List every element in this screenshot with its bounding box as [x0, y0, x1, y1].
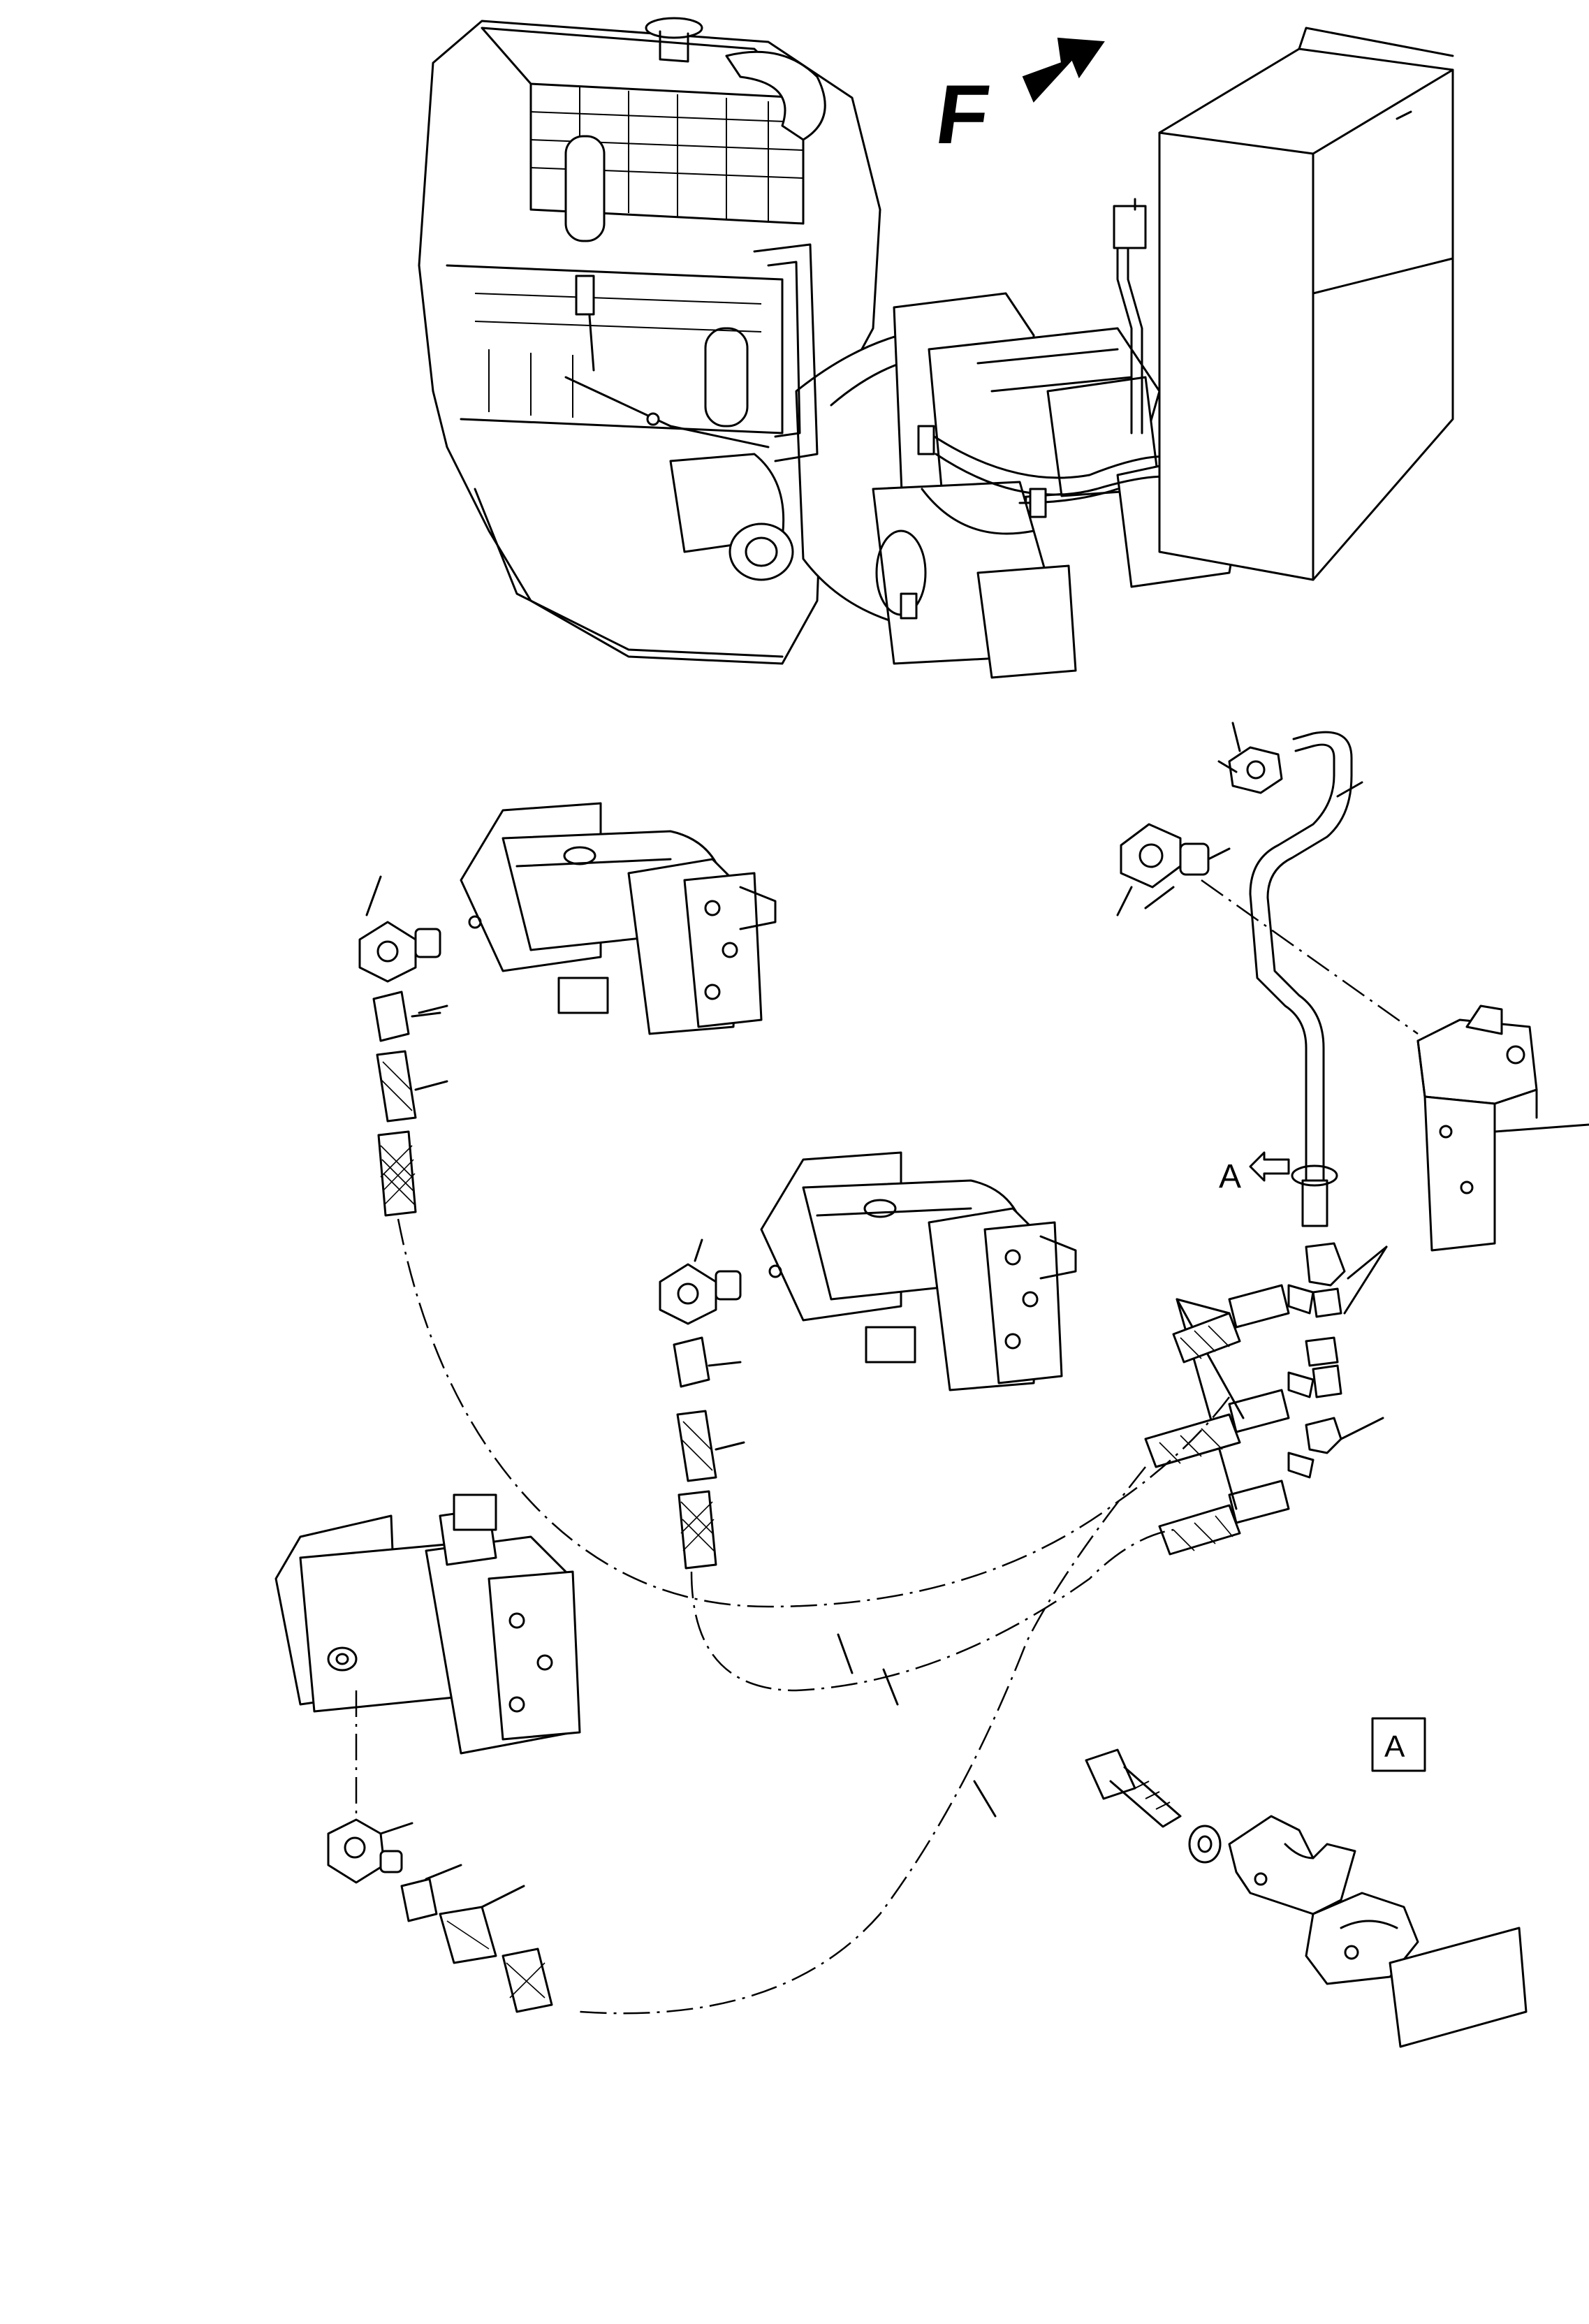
fitting-chain-motor-2 — [659, 1238, 745, 1570]
pilot-pipe-assembly — [1116, 722, 1363, 1227]
hose-routes — [355, 879, 1419, 2015]
leader-lines — [418, 110, 1412, 1014]
fitting-chain-motor-1 — [358, 875, 448, 1217]
detail-box-label: A — [1384, 1730, 1405, 1764]
engine-assembly — [418, 17, 937, 665]
detail-callout-a: A — [1219, 1151, 1290, 1195]
callout-arrow-icon — [1249, 1151, 1290, 1182]
hydraulic-motor-2 — [760, 1151, 1077, 1391]
pipe-clamp-detail — [1085, 1748, 1528, 2048]
hydraulic-motor-3 — [274, 1493, 581, 1755]
tee-fitting-cluster — [1176, 1242, 1388, 1524]
detail-a-box: A — [1371, 1717, 1426, 1772]
hydraulic-motor-1 — [460, 802, 777, 1035]
front-direction-arrow-icon — [1022, 37, 1105, 103]
front-direction-label: F — [931, 68, 995, 161]
front-direction-indicator: F — [931, 37, 1105, 161]
control-valve-block — [1158, 27, 1454, 581]
fitting-chain-motor-3 — [327, 1818, 553, 2013]
detail-callout-label: A — [1219, 1158, 1241, 1195]
hose-ends-right — [1144, 1312, 1241, 1556]
relief-valve-block — [1416, 1004, 1589, 1252]
